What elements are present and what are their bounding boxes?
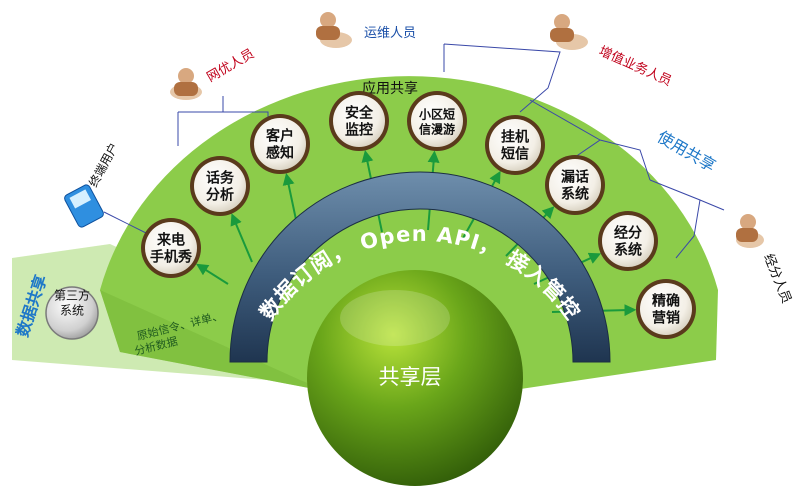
text-line: 第三方 (54, 288, 90, 303)
role-ops-staff: 运维人员 (316, 12, 416, 48)
role-vas-staff: 增值业务人员 (550, 14, 674, 89)
ops-staff-label: 运维人员 (364, 26, 416, 41)
node-face (333, 95, 385, 147)
text-line: 手机秀 (150, 249, 193, 266)
node-face (489, 119, 541, 171)
text-line: 信漫游 (419, 122, 455, 137)
node-label: 精确营销 (652, 293, 680, 327)
node-face (549, 159, 601, 211)
text-line: 系统 (60, 304, 84, 318)
node-face (194, 160, 246, 212)
node-label: 挂机短信 (501, 129, 529, 163)
text-line: 系统 (614, 242, 642, 259)
person-icon (736, 214, 764, 248)
text-line: 分析 (206, 187, 234, 204)
node-face (254, 118, 306, 170)
node-missed-call-system[interactable]: 漏话系统 (545, 155, 605, 215)
node-label: 来电手机秀 (150, 232, 193, 266)
role-distribution-staff: 经分人员 (736, 214, 793, 306)
distribution-staff-label: 经分人员 (760, 252, 793, 306)
text-line: 挂机 (501, 129, 529, 146)
network-staff-label: 网优人员 (205, 46, 258, 85)
bracket-dist (649, 179, 725, 259)
use-share-label: 使用共享 (654, 127, 719, 175)
node-caller-show[interactable]: 来电手机秀 (141, 218, 201, 278)
node-label: 话务分析 (206, 170, 235, 204)
node-hangup-sms[interactable]: 挂机短信 (485, 115, 545, 175)
node-label: 经分系统 (614, 225, 642, 259)
role-network-staff: 网优人员 (170, 46, 257, 100)
app-share-label: 应用共享 (362, 80, 418, 97)
text-line: 经分 (614, 225, 642, 242)
phone-screen (69, 189, 92, 209)
text-line: 营销 (652, 310, 680, 327)
role-terminal-user: 终端用户 (64, 140, 121, 228)
core-label: 共享层 (379, 365, 442, 389)
node-face (145, 222, 197, 274)
node-customer-perception[interactable]: 客户感知 (250, 114, 310, 174)
text-line: 系统 (561, 186, 589, 203)
fan-left-shadow (100, 290, 330, 392)
third-party-node[interactable]: 第三方系统 (45, 286, 99, 340)
person-icon (316, 12, 352, 48)
node-label: 漏话系统 (561, 169, 589, 203)
text-line: 监控 (345, 122, 373, 139)
terminal-user-label: 终端用户 (85, 140, 121, 189)
node-cell-sms-roaming[interactable]: 小区短信漫游 (407, 91, 467, 151)
node-face (602, 215, 654, 267)
person-icon (550, 14, 588, 50)
text-line: 小区短 (419, 107, 455, 122)
node-distribution-system[interactable]: 经分系统 (598, 211, 658, 271)
arrow-call-analysis (230, 213, 253, 263)
third-party-label: 第三方系统 (54, 288, 90, 318)
node-label: 客户感知 (265, 128, 294, 162)
text-line: 客户 (265, 128, 294, 145)
core-highlight (340, 290, 450, 346)
text-line: 漏话 (561, 169, 589, 186)
node-face (640, 283, 692, 335)
text-line: 感知 (266, 145, 294, 162)
node-call-analysis[interactable]: 话务分析 (190, 156, 250, 216)
vas-staff-label: 增值业务人员 (596, 43, 674, 89)
node-precision-marketing[interactable]: 精确营销 (636, 279, 696, 339)
text-line: 短信 (501, 146, 529, 163)
app-node-layer: 来电手机秀话务分析客户感知安全监控小区短信漫游挂机短信漏话系统经分系统精确营销 (141, 91, 696, 339)
text-line: 来电 (156, 232, 185, 249)
api-ring (229, 171, 611, 363)
bracket-top (443, 43, 561, 113)
bracket-lines (103, 43, 725, 259)
text-line: 安全 (345, 105, 374, 122)
node-security-monitor[interactable]: 安全监控 (329, 91, 389, 151)
node-face (411, 95, 463, 147)
terminal-line (103, 211, 153, 237)
node-label: 安全监控 (345, 105, 374, 139)
node-label: 小区短信漫游 (419, 107, 455, 137)
core-sphere (307, 270, 523, 486)
arrow-caller-show (196, 263, 229, 285)
text-line: 话务 (206, 170, 235, 187)
text-line: 精确 (652, 293, 680, 310)
person-icon (170, 68, 202, 100)
